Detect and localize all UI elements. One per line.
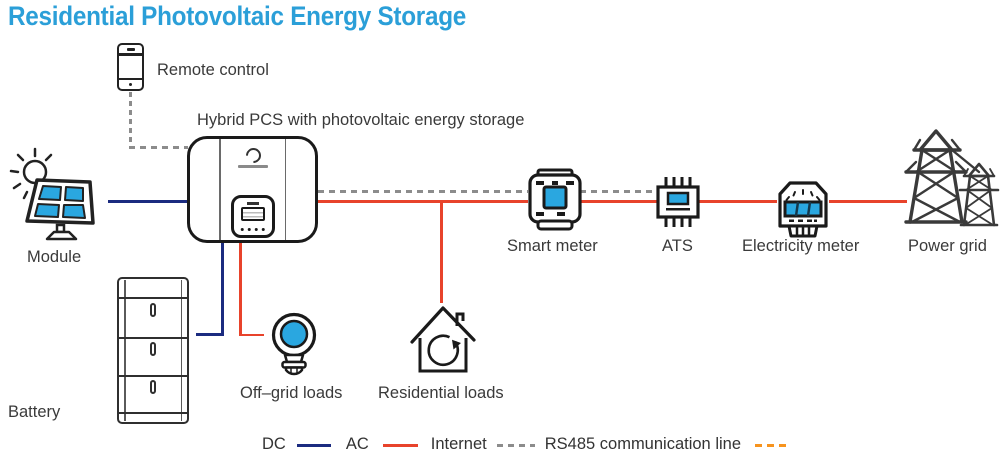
remote-control-icon xyxy=(117,43,144,91)
ac-line-residential-branch xyxy=(440,202,443,303)
legend-rs485-label: RS485 communication line xyxy=(544,435,742,453)
ac-line-emeter-grid xyxy=(829,200,907,203)
legend-ac-line-swatch xyxy=(382,444,418,447)
off-grid-loads-label: Off–grid loads xyxy=(240,384,343,402)
legend-internet-line-swatch xyxy=(496,444,535,447)
electricity-meter-label: Electricity meter xyxy=(742,237,860,255)
inverter-brand-logo-icon xyxy=(242,144,264,167)
legend-dc-label: DC xyxy=(262,435,286,453)
battery-divider xyxy=(119,337,187,339)
legend: DC AC Internet RS485 communication line xyxy=(262,435,792,454)
battery-rail xyxy=(124,280,126,421)
inverter-brand-text xyxy=(237,165,268,168)
internet-line-phone-h xyxy=(129,146,188,149)
off-grid-loads-icon xyxy=(271,312,317,376)
residential-loads-icon xyxy=(410,306,476,373)
phone-home-button xyxy=(129,82,132,86)
dc-line-module xyxy=(108,200,187,203)
internet-line-phone-v xyxy=(129,92,132,147)
inverter-buttons xyxy=(240,227,265,231)
ac-line-offgrid-h xyxy=(239,333,264,336)
battery-divider xyxy=(119,297,187,299)
inverter-panel-seam xyxy=(219,139,221,240)
power-grid-label: Power grid xyxy=(908,237,987,255)
inverter-screen xyxy=(240,207,265,221)
legend-internet-label: Internet xyxy=(430,435,487,453)
smart-meter-icon xyxy=(528,168,582,231)
battery-icon xyxy=(117,277,189,424)
ac-line-offgrid-v xyxy=(239,243,242,336)
power-grid-icon xyxy=(904,129,1000,227)
hybrid-pcs-icon xyxy=(187,136,318,243)
ats-label: ATS xyxy=(662,237,693,255)
inverter-display-tag xyxy=(246,202,259,205)
residential-loads-label: Residential loads xyxy=(378,384,504,402)
ac-line-pcs-smartmeter xyxy=(318,200,528,203)
battery-divider xyxy=(119,412,187,414)
internet-line-pcs-smartmeter xyxy=(318,190,528,193)
phone-screen-bottom-edge xyxy=(119,77,142,80)
module-label: Module xyxy=(27,248,82,266)
ats-icon xyxy=(656,177,700,227)
phone-screen-top-edge xyxy=(119,53,142,56)
smart-meter-label: Smart meter xyxy=(507,237,598,255)
ac-line-smartmeter-ats xyxy=(580,200,657,203)
dc-line-battery-h xyxy=(196,333,224,336)
hybrid-pcs-label: Hybrid PCS with photovoltaic energy stor… xyxy=(197,111,525,129)
ac-line-ats-emeter xyxy=(699,200,777,203)
legend-dc-line-swatch xyxy=(296,444,331,447)
battery-handle xyxy=(150,342,156,356)
page-title: Residential Photovoltaic Energy Storage xyxy=(8,1,467,31)
electricity-meter-icon xyxy=(778,181,828,238)
inverter-panel-seam xyxy=(284,139,286,240)
solar-module-icon xyxy=(9,147,95,241)
battery-handle xyxy=(150,380,156,394)
remote-control-label: Remote control xyxy=(157,61,269,79)
battery-handle xyxy=(150,303,156,317)
phone-speaker xyxy=(126,48,135,51)
battery-divider xyxy=(119,375,187,377)
internet-line-smartmeter-ats xyxy=(580,190,657,193)
battery-label: Battery xyxy=(8,403,61,421)
inverter-display xyxy=(230,195,275,238)
legend-ac-label: AC xyxy=(345,435,369,453)
legend-rs485-line-swatch xyxy=(755,444,792,447)
battery-rail xyxy=(180,280,182,421)
dc-line-battery-v xyxy=(221,243,224,336)
